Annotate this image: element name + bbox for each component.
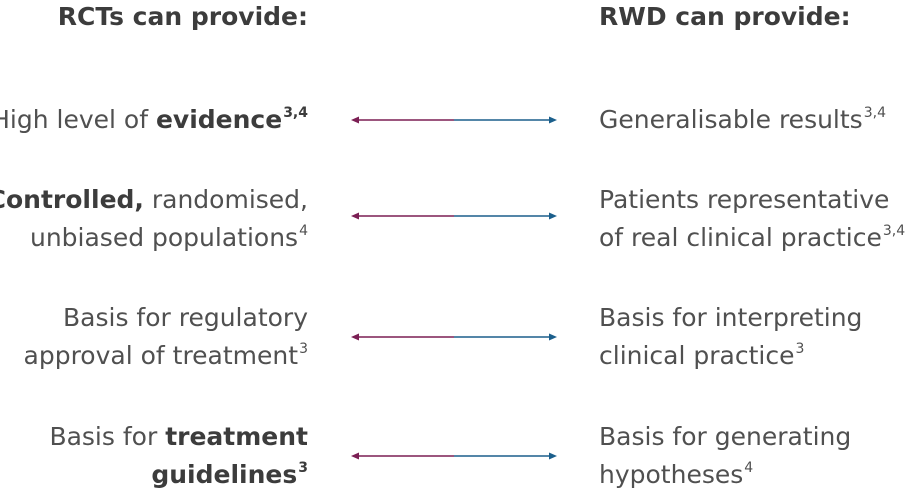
text-segment: Basis for interpreting [599,303,863,332]
rwd-benefit-line: Basis for generating [599,418,851,456]
rct-benefit-line: guidelines3 [49,456,308,498]
arrow-right-head [549,116,557,124]
reference-superscript: 3 [795,341,805,357]
emphasis-text: Controlled, [0,185,144,214]
arrow-left-head [351,333,359,341]
arrow-left-head [351,116,359,124]
emphasis-text: treatment [165,422,308,451]
reference-superscript: 3,4 [863,105,886,121]
double-arrow-icon [351,116,557,124]
text-segment: of real clinical practice [599,223,882,252]
rwd-heading: RWD can provide: [599,2,851,31]
rct-benefit-line: Basis for treatment [49,418,308,456]
reference-superscript: 3 [298,460,308,476]
rwd-benefit-line: Generalisable results3,4 [599,101,886,143]
text-segment: Basis for regulatory [63,303,308,332]
text-segment: hypotheses [599,460,744,489]
rwd-benefit-line: Basis for interpreting [599,299,862,337]
rwd-benefit-hypotheses: Basis for generating hypotheses4 [599,418,851,498]
text-segment: Basis for generating [599,422,852,451]
rwd-benefit-line: of real clinical practice3,4 [599,219,905,261]
rct-heading: RCTs can provide: [57,2,308,31]
arrow-right-head [549,212,557,220]
arrow-left-head [351,212,359,220]
text-segment: Basis for [49,422,166,451]
emphasis-text: guidelines [151,460,298,489]
rct-benefit-evidence: High level of evidence3,4 [0,101,308,143]
reference-superscript: 4 [299,223,308,239]
rct-benefit-controlled: Controlled, randomised, unbiased populat… [0,181,308,261]
reference-superscript: 4 [744,460,754,476]
text-segment: randomised, [143,185,308,214]
double-arrow-icon [351,452,557,460]
reference-superscript: 3 [299,341,308,357]
rwd-benefit-line: Patients representative [599,181,905,219]
text-segment: approval of treatment [23,341,299,370]
rct-benefit-line: unbiased populations4 [0,219,308,261]
arrow-left-head [351,452,359,460]
rwd-benefit-representative: Patients representative of real clinical… [599,181,905,261]
rct-benefit-line: Basis for regulatory [24,299,308,337]
rct-benefit-regulatory: Basis for regulatory approval of treatme… [24,299,308,379]
rct-benefit-line: Controlled, randomised, [0,181,308,219]
rct-benefit-line: High level of evidence3,4 [0,101,308,143]
reference-superscript: 3,4 [283,105,308,121]
text-segment: unbiased populations [29,223,299,252]
text-segment: clinical practice [599,341,795,370]
emphasis-text: evidence [155,105,283,134]
double-arrow-icon [351,212,557,220]
rwd-benefit-generalisable: Generalisable results3,4 [599,101,886,143]
rwd-benefit-line: hypotheses4 [599,456,851,498]
arrow-right-head [549,333,557,341]
rct-benefit-guidelines: Basis for treatment guidelines3 [49,418,308,498]
rct-benefit-line: approval of treatment3 [24,337,308,379]
double-arrow-icon [351,333,557,341]
rwd-benefit-line: clinical practice3 [599,337,862,379]
text-segment: High level of [0,105,156,134]
arrow-right-head [549,452,557,460]
rwd-benefit-interpreting: Basis for interpreting clinical practice… [599,299,862,379]
text-segment: Patients representative [599,185,890,214]
reference-superscript: 3,4 [882,223,905,239]
text-segment: Generalisable results [599,105,863,134]
